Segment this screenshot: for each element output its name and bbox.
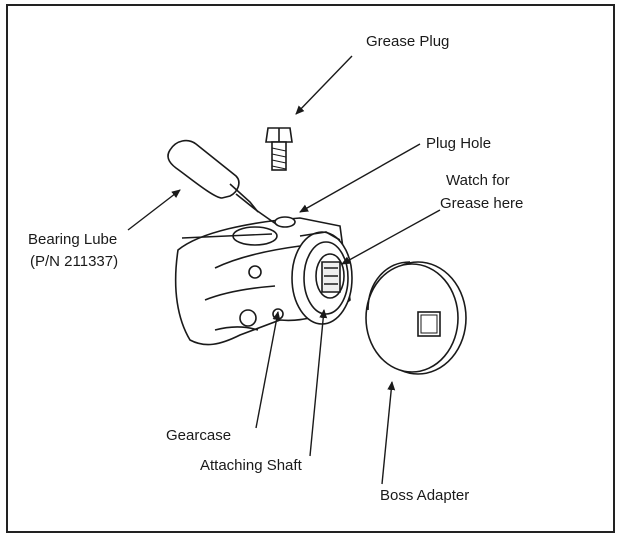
leader-lines bbox=[127, 55, 441, 485]
attaching-shaft-illustration bbox=[291, 231, 353, 325]
gearcase-label: Gearcase bbox=[166, 427, 231, 444]
boss-adapter-illustration bbox=[365, 261, 467, 375]
plug-hole-label: Plug Hole bbox=[426, 135, 491, 152]
grease-plug-illustration bbox=[265, 127, 293, 171]
grease-plug-leader bbox=[295, 55, 353, 115]
gearcase-leader bbox=[255, 311, 281, 429]
boss-adapter-leader bbox=[381, 381, 396, 485]
grease-plug-label: Grease Plug bbox=[366, 33, 449, 50]
bearing-lube-leader bbox=[127, 189, 181, 231]
bearing-lube-label-line2: (P/N 211337) bbox=[30, 253, 118, 270]
attaching-shaft-label: Attaching Shaft bbox=[200, 457, 303, 474]
plug-hole-leader bbox=[299, 143, 421, 213]
attaching-shaft-leader bbox=[309, 309, 328, 457]
watch-for-grease-label-line1: Watch for bbox=[446, 172, 510, 189]
bearing-lube-tube-illustration bbox=[167, 139, 277, 225]
bearing-lube-label-line1: Bearing Lube bbox=[28, 231, 117, 248]
watch-for-grease-leader bbox=[341, 209, 441, 265]
boss-adapter-label: Boss Adapter bbox=[380, 487, 469, 504]
bearing-lube-secondary-leader bbox=[181, 233, 273, 239]
watch-for-grease-label-line2: Grease here bbox=[440, 195, 523, 212]
